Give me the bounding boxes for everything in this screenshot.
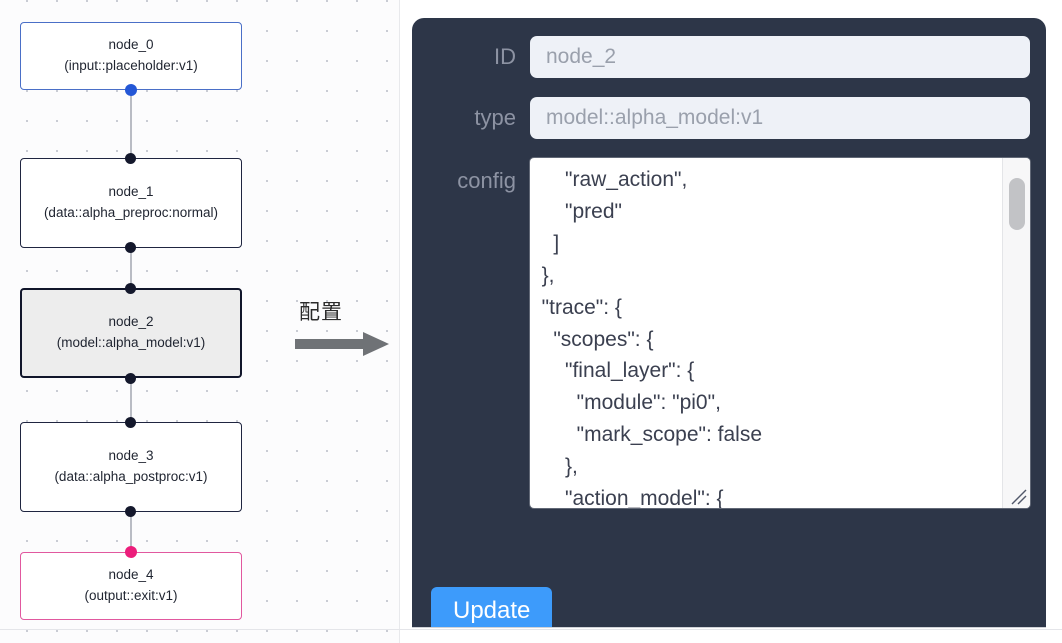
node-name: node_4 bbox=[108, 567, 154, 583]
graph-node-node_1[interactable]: node_1 (data::alpha_preproc:normal) bbox=[20, 158, 242, 248]
config-textarea-wrapper[interactable]: "raw_action", "pred" ] }, "trace": { "sc… bbox=[530, 158, 1030, 508]
node-name: node_3 bbox=[108, 448, 154, 464]
field-row-config: config "raw_action", "pred" ] }, "trace"… bbox=[412, 158, 1046, 508]
node-handle-target-node_1[interactable] bbox=[125, 153, 136, 164]
config-scrollbar[interactable] bbox=[1002, 158, 1030, 508]
graph-canvas[interactable]: node_0 (input::placeholder:v1) node_1 (d… bbox=[0, 0, 400, 643]
field-row-type: type model::alpha_model:v1 bbox=[412, 97, 1046, 139]
node-type: (data::alpha_preproc:normal) bbox=[43, 205, 219, 220]
node-handle-source-node_1[interactable] bbox=[125, 242, 136, 253]
canvas-divider bbox=[399, 0, 400, 643]
edge-2-3 bbox=[130, 372, 132, 442]
node-name: node_1 bbox=[108, 184, 154, 200]
graph-node-node_0[interactable]: node_0 (input::placeholder:v1) bbox=[20, 22, 242, 90]
configure-arrow-label: 配置 bbox=[299, 300, 343, 324]
panel-bottom-border bbox=[412, 627, 1046, 628]
graph-node-node_3[interactable]: node_3 (data::alpha_postproc:v1) bbox=[20, 422, 242, 512]
id-label: ID bbox=[494, 44, 516, 69]
update-button[interactable]: Update bbox=[431, 587, 553, 627]
node-handle-target-node_4[interactable] bbox=[125, 546, 137, 558]
node-type: (data::alpha_postproc:v1) bbox=[54, 469, 208, 484]
config-scrollbar-thumb[interactable] bbox=[1009, 178, 1025, 230]
id-input[interactable]: node_2 bbox=[530, 36, 1030, 78]
edge-0-1 bbox=[130, 88, 132, 158]
config-label: config bbox=[457, 168, 516, 193]
config-textarea[interactable]: "raw_action", "pred" ] }, "trace": { "sc… bbox=[541, 168, 762, 508]
page-bottom-edge bbox=[0, 629, 1062, 630]
node-handle-target-node_3[interactable] bbox=[125, 417, 136, 428]
graph-node-node_2[interactable]: node_2 (model::alpha_model:v1) bbox=[20, 288, 242, 378]
type-label: type bbox=[474, 105, 516, 130]
node-handle-source-node_0[interactable] bbox=[125, 84, 137, 96]
node-config-panel: ID node_2 type model::alpha_model:v1 con… bbox=[412, 18, 1046, 627]
node-type: (output::exit:v1) bbox=[84, 588, 178, 603]
node-type: (input::placeholder:v1) bbox=[64, 58, 198, 73]
type-input[interactable]: model::alpha_model:v1 bbox=[530, 97, 1030, 139]
edge-3-4 bbox=[130, 508, 132, 578]
field-row-id: ID node_2 bbox=[412, 36, 1046, 78]
node-type: (model::alpha_model:v1) bbox=[56, 335, 206, 350]
node-name: node_0 bbox=[108, 37, 154, 53]
configure-arrow-group: 配置 bbox=[295, 296, 391, 358]
node-handle-source-node_2[interactable] bbox=[125, 373, 136, 384]
graph-node-node_4[interactable]: node_4 (output::exit:v1) bbox=[20, 552, 242, 620]
node-handle-target-node_2[interactable] bbox=[125, 283, 136, 294]
edge-1-2 bbox=[130, 246, 132, 316]
arrow-right-icon bbox=[295, 332, 389, 356]
resize-grip-icon[interactable] bbox=[1008, 486, 1028, 506]
node-name: node_2 bbox=[108, 314, 154, 330]
node-handle-source-node_3[interactable] bbox=[125, 506, 136, 517]
